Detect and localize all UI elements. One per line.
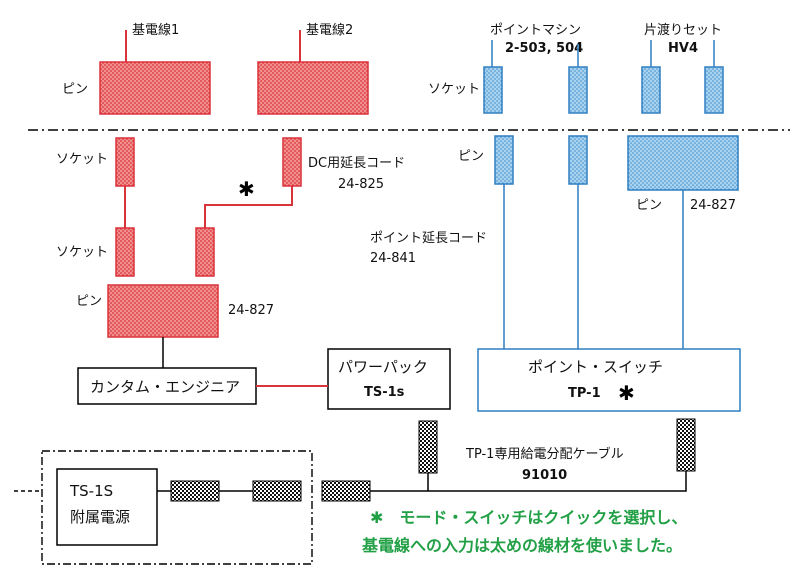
dc-socket-1 bbox=[115, 137, 135, 187]
socket-label-2: ソケット bbox=[56, 245, 108, 260]
kiden1-label: 基電線1 bbox=[132, 22, 179, 38]
controller-pin-block bbox=[107, 284, 219, 338]
cable-plug-powerpack bbox=[418, 420, 438, 474]
dc-socket-2 bbox=[282, 137, 302, 187]
tp1-pin-block bbox=[627, 135, 739, 191]
pm-socket-1 bbox=[483, 66, 503, 114]
dc-pin-2 bbox=[195, 227, 215, 277]
psu-connector-3 bbox=[321, 480, 371, 502]
psu-name: 附属電源 bbox=[70, 508, 130, 526]
pin-label-top-left: ピン bbox=[62, 82, 88, 97]
cable-label: TP-1専用給電分配ケーブル bbox=[465, 446, 624, 462]
code-24827-right: 24-827 bbox=[690, 198, 736, 213]
point-pin-1 bbox=[494, 135, 514, 185]
controller-label: カンタム・エンジニア bbox=[90, 378, 240, 396]
point-pin-2 bbox=[568, 135, 588, 185]
psu-connector-2 bbox=[252, 480, 302, 502]
pin-label-right: ピン bbox=[458, 149, 484, 164]
star-mark-dc: ✱ bbox=[238, 177, 255, 201]
psu-box bbox=[56, 468, 158, 546]
point-switch-model: TP-1 bbox=[568, 386, 601, 401]
kiden2-label: 基電線2 bbox=[306, 22, 353, 38]
psu-enclosure bbox=[41, 450, 313, 565]
cable-code: 91010 bbox=[522, 468, 567, 483]
katawatari-label: 片渡りセット bbox=[644, 22, 722, 38]
dc-wire-2 bbox=[204, 186, 293, 228]
dc-cord-label: DC用延長コード bbox=[308, 156, 405, 171]
point-machine-codes: 2-503, 504 bbox=[505, 41, 583, 56]
power-pack-model: TS-1s bbox=[364, 385, 405, 400]
cable-drop-2 bbox=[370, 471, 687, 492]
hv-socket-2 bbox=[704, 66, 724, 114]
dc-pin-1 bbox=[115, 227, 135, 277]
psu-model: TS-1S bbox=[69, 482, 113, 500]
point-machine-label: ポイントマシン bbox=[490, 23, 581, 38]
socket-label-1: ソケット bbox=[56, 152, 108, 167]
note-line-1: ✱ モード・スイッチはクイックを選択し、 bbox=[370, 508, 687, 527]
psu-connector-1 bbox=[170, 480, 220, 502]
kiden2-pin bbox=[257, 61, 369, 115]
point-switch-label: ポイント・スイッチ bbox=[528, 358, 663, 376]
pin-label-left: ピン bbox=[76, 294, 102, 309]
pm-socket-2 bbox=[568, 66, 588, 114]
point-cord-code: 24-841 bbox=[370, 251, 416, 266]
power-pack-box bbox=[327, 348, 451, 410]
cable-plug-tp1 bbox=[676, 418, 696, 472]
hv4-label: HV4 bbox=[668, 41, 698, 56]
controller-box bbox=[77, 367, 257, 405]
hv-socket-1 bbox=[641, 66, 661, 114]
note-line-2: 基電線への入力は太めの線材を使いました。 bbox=[361, 536, 682, 555]
star-mark-tp1: ✱ bbox=[618, 381, 635, 405]
dc-cord-code: 24-825 bbox=[338, 177, 384, 192]
pin-label-right-2: ピン bbox=[636, 198, 662, 213]
code-24827-left: 24-827 bbox=[228, 303, 274, 318]
kiden1-pin bbox=[99, 61, 211, 115]
socket-label-top-right: ソケット bbox=[428, 82, 480, 97]
power-pack-label: パワーパック bbox=[338, 358, 428, 376]
point-switch-box bbox=[477, 348, 741, 412]
point-cord-label: ポイント延長コード bbox=[370, 231, 487, 246]
